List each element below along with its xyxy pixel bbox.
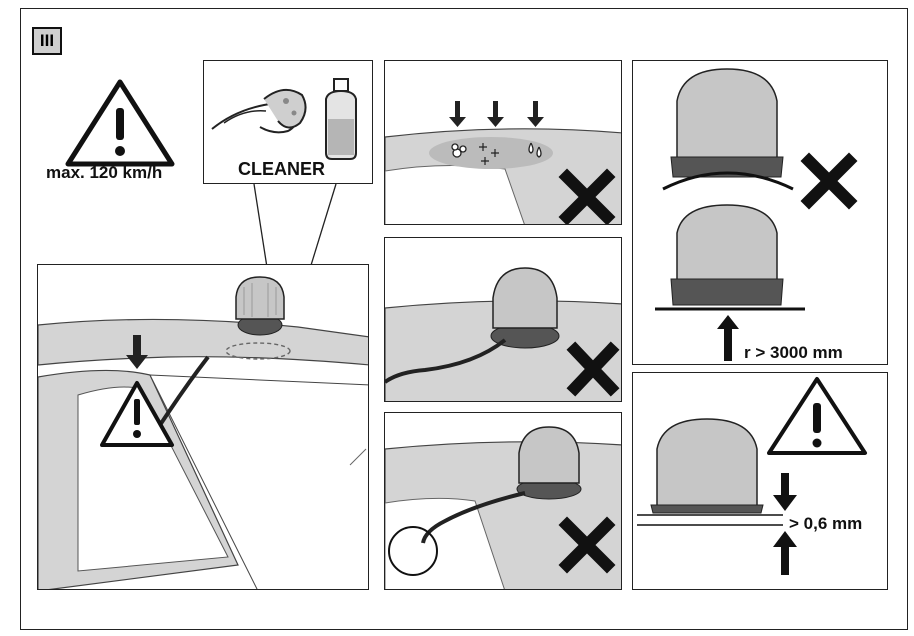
cable-pinched-panel bbox=[384, 412, 622, 590]
car-roof-panel bbox=[37, 264, 369, 590]
gap-panel bbox=[632, 372, 888, 590]
section-badge: III bbox=[32, 27, 62, 55]
dirt-roof-panel bbox=[384, 60, 622, 225]
gap-label: > 0,6 mm bbox=[789, 514, 862, 534]
cable-under-panel bbox=[384, 237, 622, 402]
radius-panel bbox=[632, 60, 888, 365]
cleaner-label: CLEANER bbox=[238, 159, 325, 180]
radius-label: r > 3000 mm bbox=[744, 343, 843, 363]
warning-icon bbox=[64, 78, 176, 168]
speed-label: max. 120 km/h bbox=[46, 163, 162, 183]
